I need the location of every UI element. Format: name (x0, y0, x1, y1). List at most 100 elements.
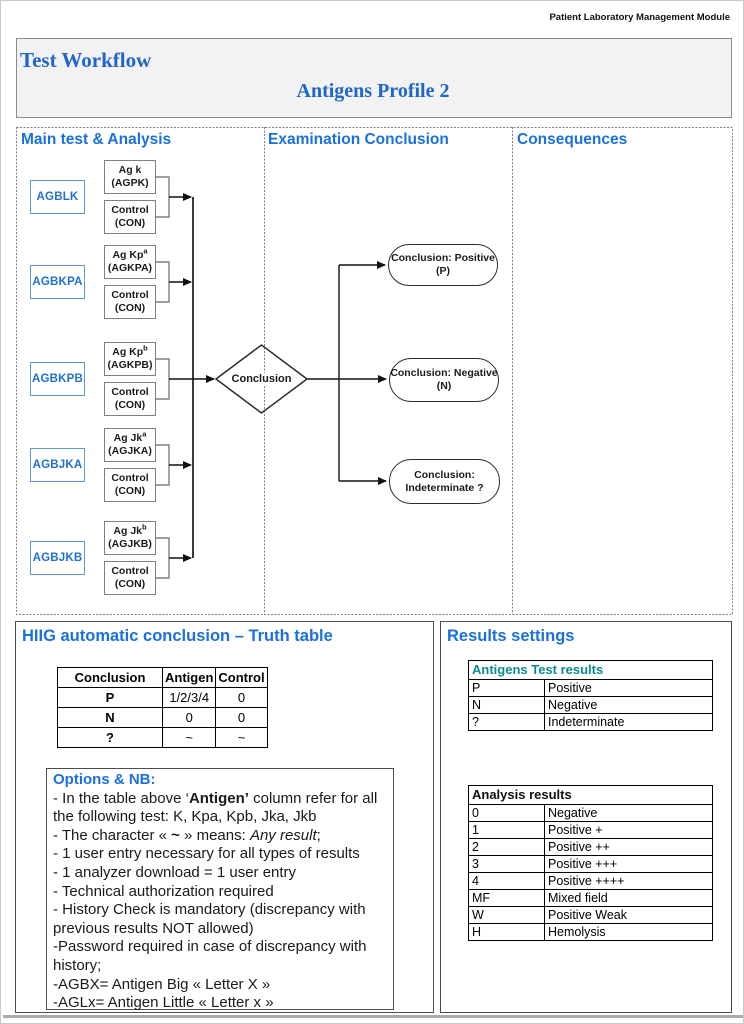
outcome-indeterminate-line2: Indeterminate ? (405, 481, 484, 494)
antigen-name: Ag Jk (113, 432, 143, 444)
outcome-negative-line2: (N) (436, 380, 452, 392)
truth-table-cell: 0 (161, 707, 217, 728)
test-code-box-agbkpa: AGBKPA (30, 265, 85, 299)
control-name: Control (111, 204, 149, 216)
page-title: Test Workflow (20, 48, 152, 72)
results-table-cell: Positive ++++ (544, 872, 713, 890)
results-table-cell: 4 (468, 872, 545, 890)
options-items: - In the table above ‘Antigen’ column re… (53, 790, 387, 1013)
results-table-cell: Positive Weak (544, 906, 713, 924)
antigen-sup: b (142, 522, 147, 532)
results-settings-title: Results settings (447, 627, 575, 645)
control-id: (CON) (114, 399, 146, 411)
control-box: Control(CON) (104, 285, 156, 319)
control-box: Control(CON) (104, 200, 156, 234)
truth-table-cell: ~ (161, 727, 217, 748)
results-table-cell: H (468, 923, 545, 941)
truth-table-cell: ? (57, 727, 163, 748)
truth-table-cell: 0 (215, 707, 268, 728)
truth-table-cell: 1/2/3/4 (161, 687, 217, 708)
module-label: Patient Laboratory Management Module (549, 12, 730, 23)
options-item: -Password required in case of discrepanc… (53, 938, 367, 974)
column-header-main-test: Main test & Analysis (21, 131, 172, 148)
results-table-cell: Negative (544, 804, 713, 822)
options-item: - 1 analyzer download = 1 user entry (53, 863, 297, 881)
options-item: -AGLx= Antigen Little « Letter x » (53, 994, 274, 1012)
results-table-cell: 1 (468, 821, 545, 839)
options-item: -AGBX= Antigen Big « Letter X » (53, 975, 271, 993)
results-table-cell: Positive ++ (544, 838, 713, 856)
control-id: (CON) (114, 485, 146, 497)
antigen-box-agpk: Ag k(AGPK) (104, 160, 156, 194)
antigen-id: (AGPK) (111, 177, 149, 189)
outcome-positive: Conclusion: Positive (P) (388, 244, 498, 286)
outcome-negative: Conclusion: Negative (N) (389, 358, 499, 402)
results-table-cell: 0 (468, 804, 545, 822)
results-table-cell: 2 (468, 838, 545, 856)
results-table-header: Antigens Test results (467, 660, 714, 680)
antigen-name: Ag k (118, 164, 142, 176)
control-name: Control (111, 386, 149, 398)
truth-table-cell: N (57, 707, 163, 728)
antigen-box-agkpa: Ag Kpa(AGKPA) (104, 245, 156, 279)
control-box: Control(CON) (104, 468, 156, 502)
results-table-cell: Indeterminate (543, 713, 714, 731)
test-code-box-agbjka: AGBJKA (30, 448, 85, 482)
test-code-box-agbjkb: AGBJKB (30, 541, 85, 575)
results-table-cell: 3 (468, 855, 545, 873)
results-table-cell: P (468, 679, 545, 697)
antigen-name: Ag Jk (113, 525, 142, 537)
profile-title: Antigens Profile 2 (296, 80, 450, 102)
truth-table-header: Control (215, 667, 268, 688)
control-name: Control (111, 565, 149, 577)
antigen-box-agkpb: Ag Kpb (AGKPB) (104, 342, 156, 376)
truth-table-cell: P (57, 687, 163, 708)
outcome-indeterminate: Conclusion: Indeterminate ? (389, 459, 500, 504)
antigen-id: (AGJKA) (108, 445, 152, 457)
results-table-header: Analysis results (468, 785, 713, 805)
outcome-negative-line1: Conclusion: Negative (390, 367, 498, 379)
control-id: (CON) (114, 217, 146, 229)
antigen-id: (AGKPB) (107, 359, 153, 371)
results-table-cell: Positive + (544, 821, 713, 839)
results-table-cell: Mixed field (544, 889, 713, 907)
outcome-positive-line1: Conclusion: Positive (391, 252, 495, 264)
results-table-cell: Hemolysis (544, 923, 713, 941)
decision-label: Conclusion (230, 373, 293, 385)
truth-table-title: HIIG automatic conclusion – Truth table (22, 627, 333, 645)
control-id: (CON) (114, 302, 146, 314)
results-table-cell: Positive (543, 679, 714, 697)
options-item: - The character « ~ » means: Any result; (53, 826, 321, 844)
truth-table-cell: ~ (215, 727, 268, 748)
antigen-sup: b (143, 343, 148, 353)
options-title: Options & NB: (53, 771, 156, 788)
options-item: - In the table above ‘Antigen’ column re… (53, 789, 378, 826)
options-item: - History Check is mandatory (discrepanc… (53, 901, 366, 937)
results-table-cell: N (468, 696, 545, 714)
antigen-id: (AGJKB) (108, 538, 152, 550)
control-name: Control (111, 289, 149, 301)
control-name: Control (111, 472, 149, 484)
control-id: (CON) (114, 578, 146, 590)
results-table-row: ?Indeterminate (468, 713, 714, 731)
antigen-sup: a (142, 429, 147, 439)
options-item: - Technical authorization required (53, 882, 274, 900)
antigen-name: Ag Kp (112, 249, 144, 261)
column-header-consequences: Consequences (517, 131, 628, 148)
results-table-cell: W (468, 906, 545, 924)
antigen-name: Ag Kp (112, 346, 144, 358)
antigen-box-agjkb: Ag Jkb (AGJKB) (104, 521, 156, 555)
